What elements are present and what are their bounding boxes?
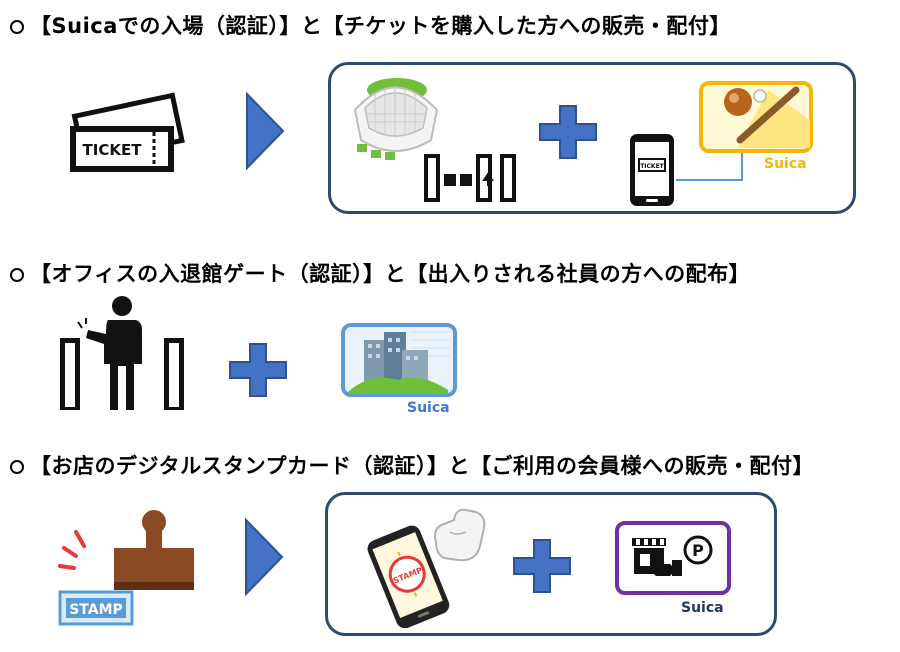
connector-line [676,142,743,181]
phone-ticket-text: TICKET [640,163,664,170]
plus-icon [513,539,571,593]
section-2-heading: 【オフィスの入退館ゲート（認証）】と【出入りされる社員の方への配布】 [10,258,750,288]
office-building-card-icon [341,323,457,397]
stamp-label-text: STAMP [69,602,123,618]
person-at-gate-icon [60,296,184,410]
baseball-card-icon [699,81,813,153]
rubber-stamp-icon: STAMP [58,510,194,626]
plus-icon [229,343,287,397]
circle-bullet-icon [10,268,24,282]
stadium-icon [353,78,439,160]
touch-hand-icon [434,508,486,562]
ticket-icon: TICKET [70,92,185,172]
card-label-suica: Suica [764,156,807,172]
smartphone-stamp-icon: STAMP [367,525,450,628]
section-1-heading-text: 【Suicaでの入場（認証）】と【チケットを購入した方への販売・配付】 [30,14,731,38]
card-label-suica: Suica [681,600,724,616]
circle-bullet-icon [10,460,24,474]
arrow-right-icon [245,518,284,596]
section-2-heading-text: 【オフィスの入退館ゲート（認証）】と【出入りされる社員の方への配布】 [30,262,751,286]
section-3-heading-text: 【お店のデジタルスタンプカード（認証）】と【ご利用の会員様への販売・配付】 [30,454,814,478]
svg-text:P: P [692,541,704,560]
section-3-heading: 【お店のデジタルスタンプカード（認証）】と【ご利用の会員様への販売・配付】 [10,450,814,480]
circle-bullet-icon [10,20,24,34]
ticket-text: TICKET [83,141,143,159]
section-1-heading: 【Suicaでの入場（認証）】と【チケットを購入した方への販売・配付】 [10,10,731,40]
shop-parking-card-icon: P [615,521,731,595]
plus-icon [539,105,597,159]
card-label-suica: Suica [407,400,450,416]
arrow-right-icon [246,92,285,170]
gate-icon [424,154,516,202]
smartphone-ticket-icon: TICKET [630,134,674,206]
